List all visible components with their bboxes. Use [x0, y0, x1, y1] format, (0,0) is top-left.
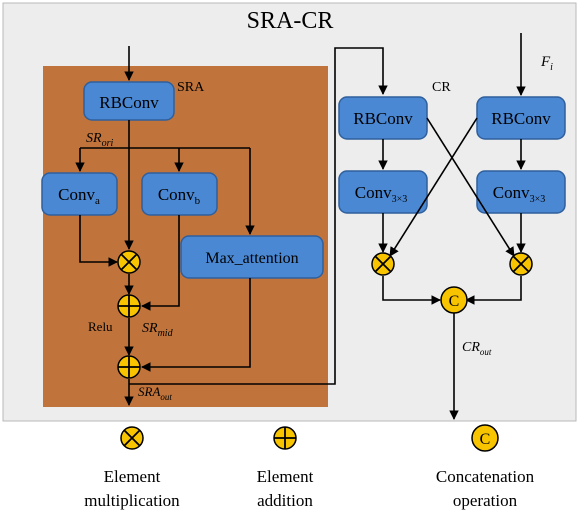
- sra-out-label: SRAout: [138, 384, 172, 402]
- svg-text:C: C: [480, 431, 491, 448]
- legend-multiply-line1: Element: [104, 467, 161, 486]
- conv-a-to-mult-arrow: [79, 215, 118, 267]
- right-mult-to-concat-arrow: [465, 276, 522, 305]
- sra-rbconv-label: RBConv: [99, 93, 159, 112]
- max-attention-to-add2-arrow: [141, 278, 251, 372]
- legend-multiply-icon: [120, 426, 144, 450]
- sra-to-cr-arrow: [129, 47, 388, 385]
- cross-right-to-left-arrow: [389, 117, 478, 257]
- conv-a-label: Conva: [58, 185, 100, 207]
- relu-label: Relu: [88, 319, 113, 334]
- legend-concat-icon: C: [471, 424, 499, 452]
- sr-mid-label: SRmid: [142, 321, 174, 339]
- sra-add-operator-2: [117, 355, 141, 379]
- cr-label: CR: [432, 80, 451, 95]
- sra-add-operator-1: [117, 294, 141, 318]
- sra-label: SRA: [177, 80, 205, 95]
- concat-operator: C: [440, 286, 468, 314]
- max-attention-label: Max_attention: [205, 250, 298, 267]
- cr-rbconv-left-label: RBConv: [353, 109, 413, 128]
- sr-ori-label: SRori: [86, 131, 113, 149]
- fi-label: Fi: [540, 54, 553, 73]
- cr-out-label: CRout: [462, 340, 492, 357]
- cross-left-to-right-arrow: [426, 117, 515, 257]
- legend-add-line1: Element: [257, 467, 314, 486]
- legend-concat-line2: operation: [453, 491, 518, 510]
- legend-multiply-line2: multiplication: [84, 491, 180, 510]
- svg-text:C: C: [449, 293, 460, 310]
- legend-add-icon: [273, 426, 297, 450]
- cr-rbconv-right-label: RBConv: [491, 109, 551, 128]
- cr-multiply-operator-right: [509, 252, 533, 276]
- conv-b-label: Convb: [158, 185, 201, 207]
- legend-concat-line1: Concatenation: [436, 467, 535, 486]
- conv-b-to-add1-arrow: [141, 215, 180, 311]
- legend-add-line2: addition: [257, 491, 313, 510]
- cr-multiply-operator-left: [371, 252, 395, 276]
- max-attention-box: [180, 235, 324, 279]
- diagram-title: SRA-CR: [247, 8, 334, 34]
- cr-conv-right-label: Conv3×3: [493, 183, 545, 205]
- cr-conv-left-label: Conv3×3: [355, 183, 407, 205]
- left-mult-to-concat-arrow: [382, 276, 441, 305]
- sra-multiply-operator: [117, 250, 141, 274]
